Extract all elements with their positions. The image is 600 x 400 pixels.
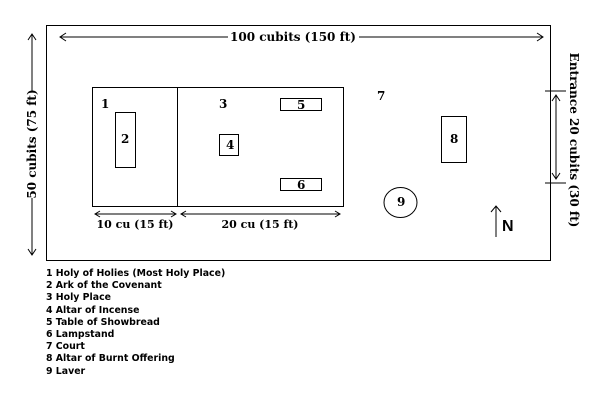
legend-item: 5 Table of Showbread (46, 316, 160, 328)
marker-8: 8 (450, 132, 458, 146)
legend-item: 4 Altar of Incense (46, 304, 140, 316)
holy-of-holies-dimension-arrow (94, 210, 177, 218)
legend-item: 2 Ark of the Covenant (46, 280, 162, 292)
altar-of-incense (219, 134, 239, 156)
marker-3: 3 (219, 97, 227, 111)
ark-of-the-covenant (115, 112, 136, 168)
marker-2: 2 (121, 132, 129, 146)
court-boundary (46, 25, 551, 261)
width-label: 50 cubits (75 ft) (25, 89, 39, 198)
legend-item: 6 Lampstand (46, 329, 115, 341)
laver (383, 187, 418, 218)
holy-of-holies-width-label: 10 cu (15 ft) (96, 218, 173, 231)
holy-place-width-label: 20 cu (15 ft) (221, 218, 298, 231)
marker-7: 7 (377, 89, 385, 103)
marker-1: 1 (101, 97, 109, 111)
entrance-dimension-arrow (545, 90, 566, 184)
legend-item: 7 Court (46, 341, 85, 353)
legend-item: 1 Holy of Holies (Most Holy Place) (46, 268, 226, 279)
length-label: 100 cubits (150 ft) (230, 30, 356, 44)
marker-9: 9 (397, 195, 405, 209)
legend-item: 9 Laver (46, 365, 86, 377)
legend-item: 8 Altar of Burnt Offering (46, 353, 175, 365)
entrance-label: Entrance 20 cubits (30 ft) (567, 53, 581, 228)
marker-4: 4 (226, 138, 234, 152)
tabernacle-tent (92, 87, 344, 207)
north-label: N (502, 218, 514, 235)
marker-6: 6 (297, 178, 305, 192)
length-dimension-arrow (59, 32, 544, 42)
table-of-showbread (280, 98, 322, 111)
legend-item: 3 Holy Place (46, 292, 111, 304)
altar-of-burnt-offering (441, 116, 467, 163)
legend: 1 Holy of Holies (Most Holy Place) 2 Ark… (46, 268, 225, 378)
lampstand (280, 178, 322, 191)
width-dimension-arrow (27, 33, 37, 256)
holy-place-dimension-arrow (180, 210, 341, 218)
marker-5: 5 (297, 98, 305, 112)
north-arrow-icon (490, 205, 502, 237)
